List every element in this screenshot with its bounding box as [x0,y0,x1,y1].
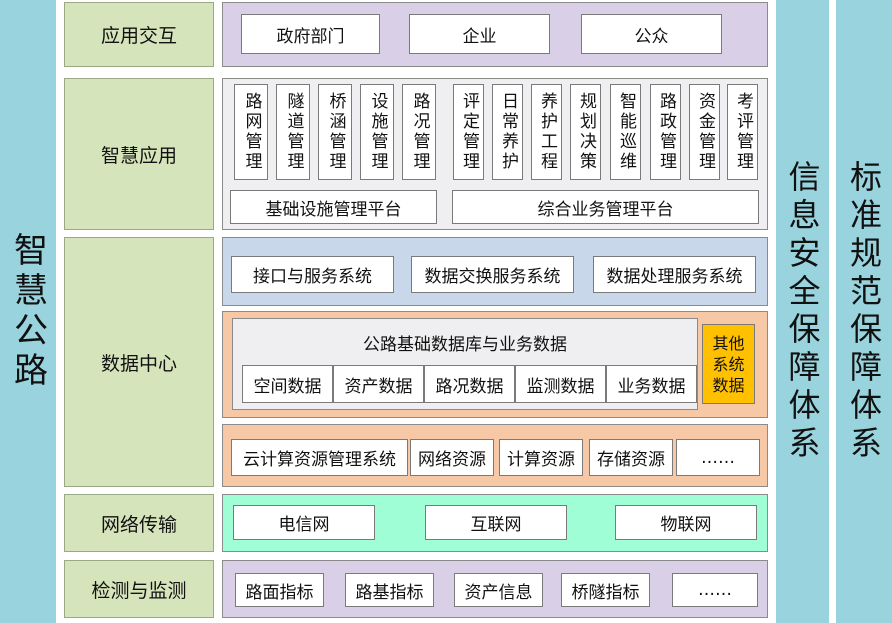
security-pillar: 信息安全保障体系 [776,0,829,623]
smart-highway-title: 智慧公路 [7,231,48,392]
network-item: 物联网 [615,505,757,540]
db-item: 业务数据 [606,365,697,403]
standards-pillar-title: 标准规范保障体系 [845,159,883,464]
infra-module: 桥涵管理 [318,84,352,180]
service-system: 数据处理服务系统 [593,256,756,293]
resource-item: 云计算资源管理系统 [231,439,408,476]
layer-label-network: 网络传输 [64,494,214,552]
layer-label-interaction: 应用交互 [64,2,214,67]
db-item: 空间数据 [242,365,333,403]
business-module: 日常养护 [492,84,523,180]
infra-module: 设施管理 [360,84,394,180]
business-module: 智能巡维 [610,84,641,180]
layer-label-text: 网络传输 [100,513,177,536]
service-system: 数据交换服务系统 [411,256,574,293]
db-item: 路况数据 [424,365,515,403]
resource-item: 计算资源 [499,439,583,476]
smart-highway-pillar: 智慧公路 [0,0,56,623]
layer-label-smart-app: 智慧应用 [64,78,214,230]
service-system: 接口与服务系统 [231,256,394,293]
business-module: 评定管理 [453,84,484,180]
infra-module: 路况管理 [402,84,436,180]
interaction-item: 政府部门 [241,14,380,54]
other-system-data: 其他系统数据 [702,324,755,404]
standards-pillar: 标准规范保障体系 [836,0,892,623]
infra-module: 隧道管理 [276,84,310,180]
network-item: 电信网 [233,505,375,540]
layer-label-text: 数据中心 [100,352,177,375]
business-platform: 综合业务管理平台 [452,190,759,224]
db-item: 监测数据 [515,365,606,403]
layer-label-text: 智慧应用 [100,144,177,167]
infra-module: 路网管理 [234,84,268,180]
monitoring-item: 路基指标 [345,573,434,607]
database-title: 公路基础数据库与业务数据 [363,334,567,355]
monitoring-item: 资产信息 [454,573,543,607]
network-item: 互联网 [425,505,567,540]
layer-label-data-center: 数据中心 [64,237,214,487]
business-module: 养护工程 [531,84,562,180]
monitoring-item: 路面指标 [235,573,324,607]
infrastructure-platform: 基础设施管理平台 [230,190,437,224]
resource-item: 存储资源 [589,439,673,476]
interaction-item: 公众 [581,14,722,54]
business-module: 资金管理 [689,84,720,180]
monitoring-item: 桥隧指标 [561,573,650,607]
layer-label-monitoring: 检测与监测 [64,560,214,618]
layer-label-text: 检测与监测 [91,579,187,602]
business-module: 考评管理 [727,84,758,180]
db-item: 资产数据 [333,365,424,403]
resource-item: 网络资源 [410,439,494,476]
layer-label-text: 应用交互 [100,25,177,47]
business-module: 规划决策 [570,84,601,180]
business-module: 路政管理 [650,84,681,180]
security-pillar-title: 信息安全保障体系 [783,159,822,464]
resource-item-more: …… [676,439,760,476]
monitoring-item-more: …… [672,573,758,607]
interaction-item: 企业 [409,14,550,54]
